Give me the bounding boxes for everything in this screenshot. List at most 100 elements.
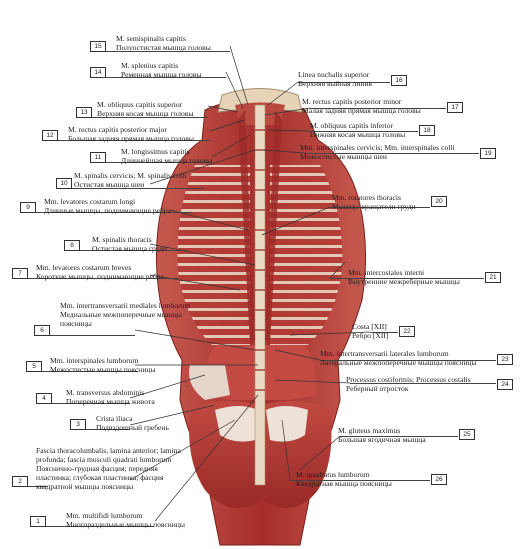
underline-9 bbox=[36, 212, 192, 213]
underline-24 bbox=[350, 383, 496, 384]
russian-name: Ременная мышца головы bbox=[121, 70, 202, 79]
latin-name: Linea nuchalis superior bbox=[298, 70, 370, 79]
label-number-26: 26 bbox=[431, 474, 447, 485]
underline-22 bbox=[370, 332, 398, 333]
latin-name: M. spinalis cervicis; M. spinalis colli bbox=[74, 171, 187, 180]
label-number-10: 10 bbox=[56, 178, 72, 189]
underline-12 bbox=[58, 140, 210, 141]
label-number-23: 23 bbox=[497, 354, 513, 365]
label-number-2: 2 bbox=[12, 476, 28, 487]
russian-name: Реберный отросток bbox=[346, 384, 409, 393]
latin-name: Fascia thoracolumbalis, lamina anterior;… bbox=[36, 446, 181, 464]
label-number-18: 18 bbox=[419, 125, 435, 136]
russian-name: Большая задняя прямая мышца головы bbox=[68, 134, 194, 143]
label-processus-costiformis: Processus costiformis; Processus costali… bbox=[346, 375, 471, 393]
label-number-7: 7 bbox=[12, 268, 28, 279]
label-crista-iliaca: Crista iliaca Подвздошный гребень bbox=[96, 414, 169, 432]
latin-name: Mm. levatores costarum longi bbox=[44, 197, 136, 206]
latin-name: Mm. intercostales interni bbox=[348, 268, 425, 277]
russian-name: Полуостистая мышца головы bbox=[116, 43, 211, 52]
label-number-8: 8 bbox=[64, 240, 80, 251]
label-semispinalis-capitis: M. semispinalis capitis Полуостистая мыш… bbox=[116, 34, 211, 52]
label-number-16: 16 bbox=[391, 75, 407, 86]
russian-name: Короткие мышцы, поднимающие ребра bbox=[36, 272, 164, 281]
russian-name: Подвздошный гребень bbox=[96, 423, 169, 432]
latin-name: M. splenius capitis bbox=[121, 61, 179, 70]
label-number-17: 17 bbox=[447, 102, 463, 113]
label-number-9: 9 bbox=[20, 202, 36, 213]
underline-8 bbox=[80, 250, 188, 251]
russian-name: Многораздельные мышцы поясницы bbox=[66, 520, 185, 529]
latin-name: M. rectus capitis posterior major bbox=[68, 125, 167, 134]
russian-name: Малая задняя прямая мышца головы bbox=[302, 106, 421, 115]
underline-16 bbox=[298, 82, 390, 83]
latin-name: M. spinalis thoracis bbox=[92, 235, 152, 244]
label-number-13: 13 bbox=[76, 107, 92, 118]
underline-14 bbox=[106, 77, 226, 78]
label-gluteus-maximus: M. gluteus maximus Большая ягодичная мыш… bbox=[338, 426, 426, 444]
label-levatores-costarum-longi: Mm. levatores costarum longi Длинные мыш… bbox=[44, 197, 171, 215]
latin-name: M. transversus abdominis bbox=[66, 388, 145, 397]
underline-20 bbox=[330, 207, 430, 208]
latin-name: M. semispinalis capitis bbox=[116, 34, 186, 43]
russian-name: Латеральные межпоперечные мышцы поясницы bbox=[320, 358, 477, 367]
russian-name: Внутренние межреберные мышцы bbox=[348, 277, 460, 286]
underline-10 bbox=[72, 188, 204, 189]
latin-name: Mm. levatores costarum breves bbox=[36, 263, 132, 272]
latin-name: M. rectus capitis posterior minor bbox=[302, 97, 402, 106]
underline-6 bbox=[50, 335, 135, 336]
label-levatores-costarum-breves: Mm. levatores costarum breves Короткие м… bbox=[36, 263, 164, 281]
label-number-21: 21 bbox=[485, 272, 501, 283]
latin-name: Costa [XII] bbox=[352, 322, 387, 331]
label-splenius-capitis: M. splenius capitis Ременная мышца голов… bbox=[121, 61, 202, 79]
latin-name: Mm. interspinales lumborum bbox=[50, 356, 139, 365]
label-quadratus-lumborum: M. quadratus lumborum Квадратная мышца п… bbox=[296, 470, 392, 488]
label-fascia-thoracolumbalis: Fascia thoracolumbalis, lamina anterior;… bbox=[36, 446, 188, 491]
underline-25 bbox=[340, 436, 458, 437]
torso bbox=[155, 99, 367, 546]
russian-name: Поперечная мышца живота bbox=[66, 397, 155, 406]
label-number-12: 12 bbox=[42, 130, 58, 141]
latin-name: M. quadratus lumborum bbox=[296, 470, 370, 479]
russian-name: Длиннейшая мышца головы bbox=[121, 156, 213, 165]
latin-name: Mm. multifidi lumborum bbox=[66, 511, 143, 520]
underline-15 bbox=[106, 51, 230, 52]
underline-19 bbox=[305, 153, 479, 154]
label-rectus-capitis-posterior-minor: M. rectus capitis posterior minor Малая … bbox=[302, 97, 421, 115]
label-rectus-capitis-posterior-major: M. rectus capitis posterior major Больша… bbox=[68, 125, 194, 143]
underline-11 bbox=[106, 162, 212, 163]
underline-18 bbox=[310, 131, 418, 132]
russian-name: Остистая мышца шеи bbox=[74, 180, 145, 189]
label-costa-xii: Costa [XII] Ребро [XII] bbox=[352, 322, 388, 340]
label-number-1: 1 bbox=[30, 516, 46, 527]
russian-name: Межостистые мышцы поясницы bbox=[50, 365, 156, 374]
latin-name: Mm. intertransversarii mediales lumborum bbox=[60, 301, 191, 310]
label-intercostales-interni: Mm. intercostales interni Внутренние меж… bbox=[348, 268, 460, 286]
label-spinalis-thoracis: M. spinalis thoracis Остистая мышца груд… bbox=[92, 235, 167, 253]
label-number-4: 4 bbox=[36, 393, 52, 404]
underline-23 bbox=[320, 360, 496, 361]
russian-name: Пояснично-грудная фасция; передняя пласт… bbox=[36, 464, 164, 491]
label-number-25: 25 bbox=[459, 429, 475, 440]
label-spinalis-cervicis: M. spinalis cervicis; M. spinalis colli … bbox=[74, 171, 186, 189]
label-number-14: 14 bbox=[90, 67, 106, 78]
latin-name: Mm. interspinales cervicis; Mm. interspi… bbox=[300, 143, 455, 152]
russian-name: Большая ягодичная мышца bbox=[338, 435, 426, 444]
label-number-5: 5 bbox=[26, 361, 42, 372]
russian-name: Медиальные межпоперечные мышцы поясницы bbox=[60, 310, 182, 328]
russian-name: Верхняя косая мышца головы bbox=[97, 109, 194, 118]
russian-name: Нижняя косая мышца головы bbox=[310, 130, 406, 139]
russian-name: Остистая мышца груди bbox=[92, 244, 167, 253]
label-number-20: 20 bbox=[431, 196, 447, 207]
underline-2 bbox=[28, 486, 48, 487]
underline-13 bbox=[92, 117, 208, 118]
label-interspinales-cervicis: Mm. interspinales cervicis; Mm. interspi… bbox=[300, 143, 455, 161]
underline-5 bbox=[42, 371, 138, 372]
label-interspinales-lumborum: Mm. interspinales lumborum Межостистые м… bbox=[50, 356, 156, 374]
label-number-11: 11 bbox=[90, 152, 106, 163]
latin-name: Processus costiformis; Processus costali… bbox=[346, 375, 471, 384]
russian-name: Ребро [XII] bbox=[352, 331, 389, 340]
latin-name: Mm. rotatores thoracis bbox=[332, 193, 401, 202]
underline-17 bbox=[310, 108, 446, 109]
russian-name: Межостистые мышцы шеи bbox=[300, 152, 387, 161]
